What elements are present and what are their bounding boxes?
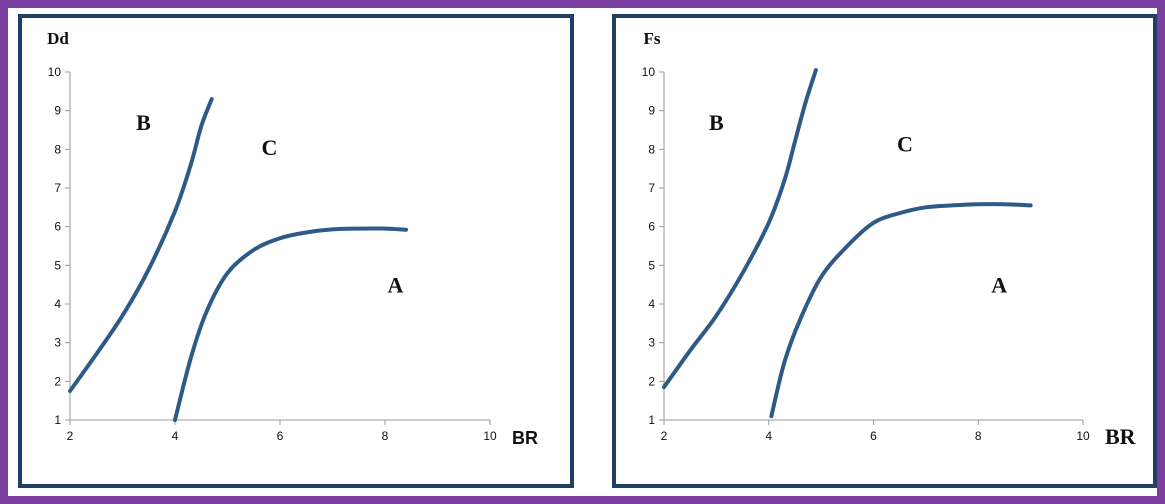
x-tick-label: 4 [172,429,179,443]
x-tick-label: 8 [975,429,982,443]
y-tick-label: 6 [648,220,655,234]
y-tick-label: 8 [648,142,655,156]
region-label-c: C [262,135,278,160]
y-tick-label: 10 [642,65,656,79]
series-curve-1 [68,97,214,393]
x-tick-label: 4 [765,429,772,443]
y-tick-label: 10 [48,65,62,79]
series-curve-1 [662,68,818,390]
region-label-a: A [991,272,1007,297]
y-tick-label: 7 [54,181,61,195]
x-tick-label: 2 [661,429,668,443]
y-tick-label: 9 [54,104,61,118]
x-tick-label: 6 [277,429,284,443]
x-tick-label: 10 [1076,429,1090,443]
y-tick-label: 8 [54,142,61,156]
x-tick-label: 8 [382,429,389,443]
y-tick-label: 6 [54,220,61,234]
y-axis-label: Fs [644,29,661,48]
region-label-c: C [897,131,913,156]
x-axis-label: BR [512,428,538,448]
series-curve-2 [769,202,1033,419]
y-tick-label: 5 [648,258,655,272]
y-tick-label: 1 [54,413,61,427]
y-tick-label: 5 [54,258,61,272]
x-axis-label: BR [1105,424,1137,449]
region-label-b: B [136,110,151,135]
x-tick-label: 10 [483,429,497,443]
x-tick-label: 2 [67,429,74,443]
y-tick-label: 9 [648,104,655,118]
x-tick-label: 6 [870,429,877,443]
region-label-b: B [709,110,724,135]
y-tick-label: 2 [54,374,61,388]
y-tick-label: 3 [54,336,61,350]
y-tick-label: 2 [648,374,655,388]
y-tick-label: 1 [648,413,655,427]
y-axis-label: Dd [47,29,69,48]
y-tick-label: 7 [648,181,655,195]
y-tick-label: 4 [648,297,655,311]
series-curve-2 [173,226,408,422]
y-tick-label: 4 [54,297,61,311]
y-tick-label: 3 [648,336,655,350]
region-label-a: A [388,272,404,297]
